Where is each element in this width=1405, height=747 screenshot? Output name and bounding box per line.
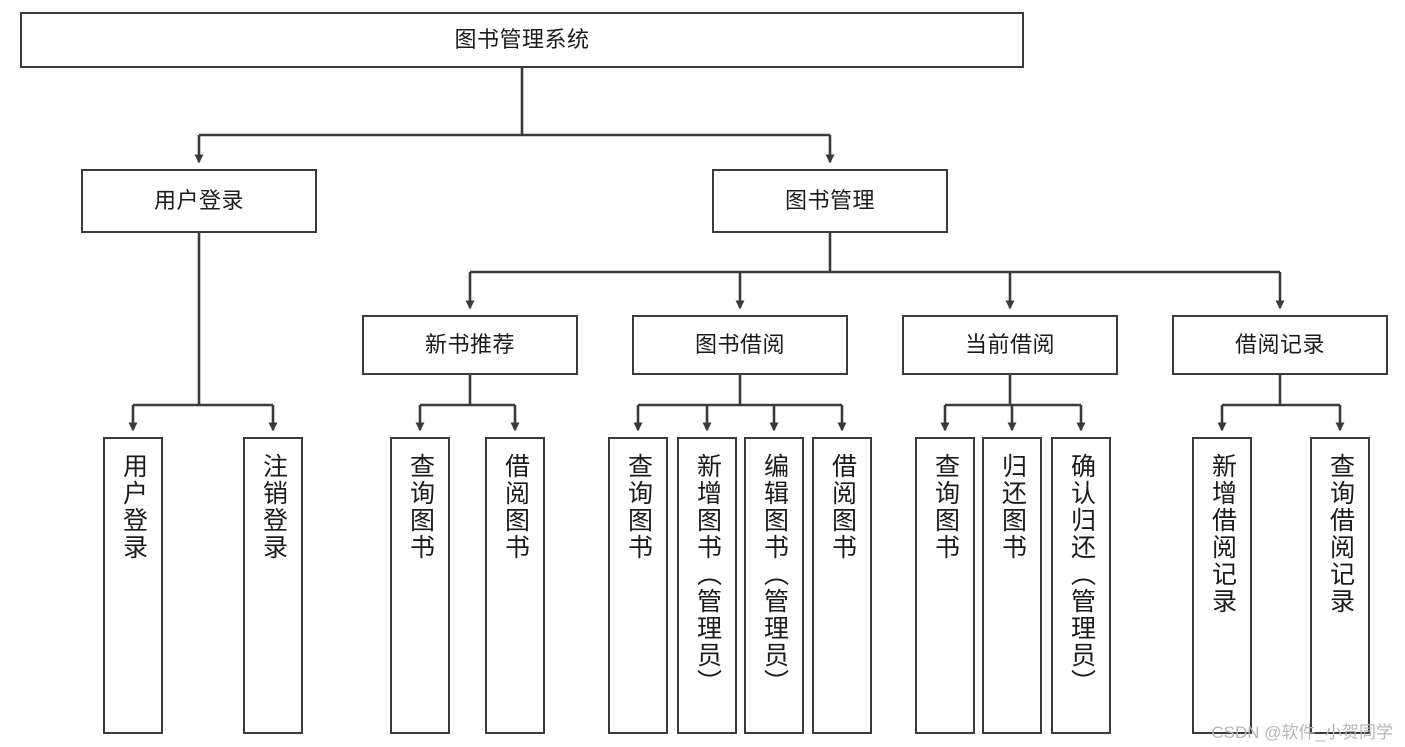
- node-label: 借阅图书: [501, 453, 530, 561]
- node-label: 查询图书: [624, 453, 653, 561]
- leaf-new-book-recommend-0[interactable]: 查询图书: [390, 437, 450, 734]
- csdn-watermark: CSDN @软件_小贺同学: [1211, 723, 1393, 742]
- node-label: 新增图书（管理员）: [693, 453, 722, 696]
- node-label: 编辑图书（管理员）: [760, 453, 789, 696]
- leaf-borrow-record-1[interactable]: 查询借阅记录: [1310, 437, 1370, 734]
- node-label: 图书借阅: [694, 332, 785, 357]
- node-label: 借阅图书: [828, 453, 857, 561]
- node-root-system[interactable]: 图书管理系统: [20, 12, 1024, 68]
- node-label: 图书管理系统: [454, 27, 590, 52]
- node-label: 用户登录: [119, 453, 148, 561]
- node-label: 用户登录: [153, 188, 244, 213]
- leaf-current-borrow-2[interactable]: 确认归还（管理员）: [1051, 437, 1111, 734]
- leaf-book-borrow-1[interactable]: 新增图书（管理员）: [677, 437, 737, 734]
- leaf-book-borrow-3[interactable]: 借阅图书: [812, 437, 872, 734]
- node-label: 查询借阅记录: [1326, 453, 1355, 615]
- node-book-borrow[interactable]: 图书借阅: [632, 315, 848, 375]
- node-new-book-recommend[interactable]: 新书推荐: [362, 315, 578, 375]
- leaf-new-book-recommend-1[interactable]: 借阅图书: [485, 437, 545, 734]
- node-label: 图书管理: [784, 188, 875, 213]
- node-label: 新增借阅记录: [1208, 453, 1237, 615]
- node-label: 新书推荐: [424, 332, 515, 357]
- leaf-user-login-1[interactable]: 注销登录: [243, 437, 303, 734]
- node-user-login[interactable]: 用户登录: [81, 169, 317, 233]
- leaf-current-borrow-0[interactable]: 查询图书: [915, 437, 975, 734]
- leaf-book-borrow-2[interactable]: 编辑图书（管理员）: [744, 437, 804, 734]
- leaf-borrow-record-0[interactable]: 新增借阅记录: [1192, 437, 1252, 734]
- node-label: 确认归还（管理员）: [1067, 453, 1096, 696]
- leaf-book-borrow-0[interactable]: 查询图书: [608, 437, 668, 734]
- node-label: 借阅记录: [1234, 332, 1325, 357]
- node-label: 当前借阅: [964, 332, 1055, 357]
- node-book-management[interactable]: 图书管理: [712, 169, 948, 233]
- node-current-borrow[interactable]: 当前借阅: [902, 315, 1118, 375]
- node-borrow-record[interactable]: 借阅记录: [1172, 315, 1388, 375]
- leaf-user-login-0[interactable]: 用户登录: [103, 437, 163, 734]
- node-label: 注销登录: [259, 453, 288, 561]
- leaf-current-borrow-1[interactable]: 归还图书: [982, 437, 1042, 734]
- node-label: 查询图书: [406, 453, 435, 561]
- node-label: 查询图书: [931, 453, 960, 561]
- node-label: 归还图书: [998, 453, 1027, 561]
